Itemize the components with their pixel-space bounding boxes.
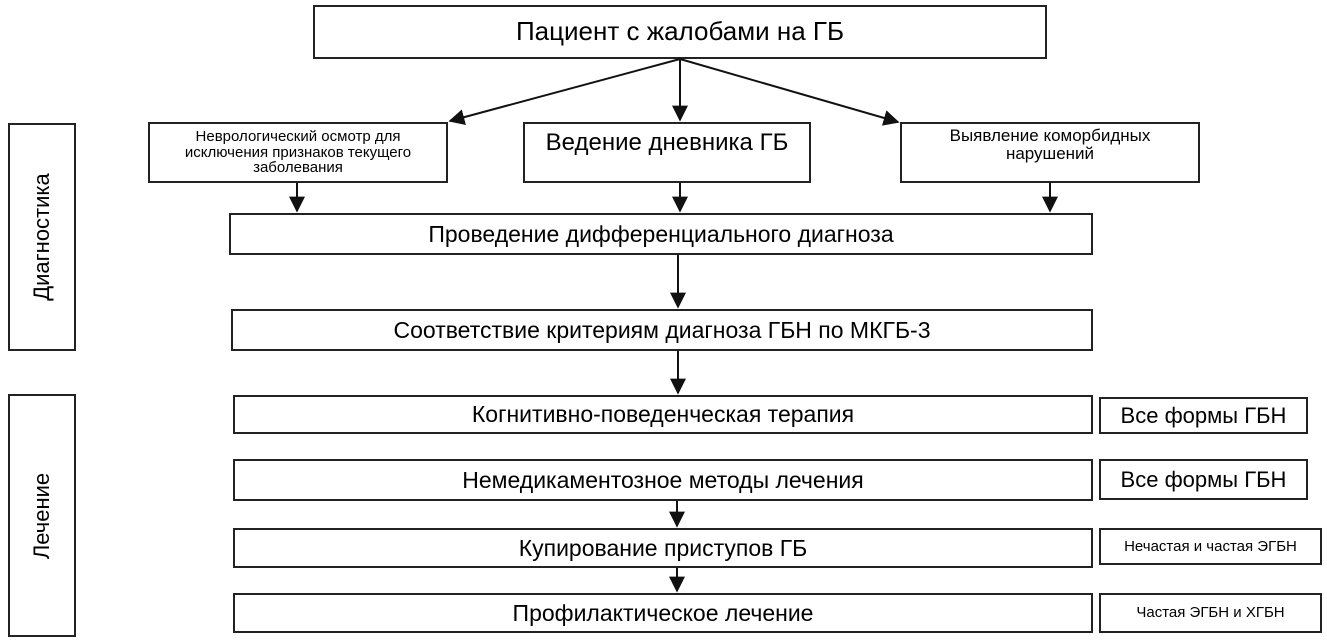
section-treatment: Лечение <box>8 394 76 637</box>
criteria-label: Соответствие критериям диагноза ГБН по М… <box>393 316 931 343</box>
comorbid-label: Выявление коморбидных нарушений <box>949 126 1151 163</box>
relief-node: Купирование приступов ГБ <box>233 528 1093 568</box>
prevention-label: Профилактическое лечение <box>512 599 814 626</box>
patient-node: Пациент с жалобами на ГБ <box>313 5 1047 59</box>
neuro-exam-node: Неврологический осмотр для исключения пр… <box>148 122 448 183</box>
cbt-label: Когнитивно-поведенческая терапия <box>471 401 855 428</box>
criteria-node: Соответствие критериям диагноза ГБН по М… <box>231 309 1093 351</box>
arrow-patient-to-comorbid <box>679 58 900 126</box>
nonmed-tag-label: Все формы ГБН <box>1120 466 1287 492</box>
nonmed-node: Немедикаментозное методы лечения <box>233 459 1093 501</box>
nonmed-label: Немедикаментозное методы лечения <box>462 466 864 493</box>
cbt-tag-label: Все формы ГБН <box>1120 402 1287 428</box>
relief-label: Купирование приступов ГБ <box>518 534 808 561</box>
differential-node: Проведение дифференциального диагноза <box>229 213 1093 255</box>
diary-node: Ведение дневника ГБ <box>523 122 811 183</box>
arrow-patient-to-neuro <box>448 58 681 125</box>
relief-tag-label: Нечастая и частая ЭГБН <box>1124 537 1297 555</box>
patient-label: Пациент с жалобами на ГБ <box>515 16 845 47</box>
nonmed-tag: Все формы ГБН <box>1099 459 1308 500</box>
prevention-tag-label: Частая ЭГБН и ХГБН <box>1136 604 1285 622</box>
relief-tag: Нечастая и частая ЭГБН <box>1099 528 1322 565</box>
comorbid-node: Выявление коморбидных нарушений <box>900 122 1200 183</box>
section-diagnostics: Диагностика <box>8 123 76 351</box>
prevention-node: Профилактическое лечение <box>233 593 1093 633</box>
differential-label: Проведение дифференциального диагноза <box>428 220 894 247</box>
prevention-tag: Частая ЭГБН и ХГБН <box>1099 593 1322 633</box>
neuro-exam-label: Неврологический осмотр для исключения пр… <box>184 127 412 177</box>
cbt-tag: Все формы ГБН <box>1099 397 1308 434</box>
diary-label: Ведение дневника ГБ <box>545 129 789 156</box>
cbt-node: Когнитивно-поведенческая терапия <box>233 395 1093 434</box>
